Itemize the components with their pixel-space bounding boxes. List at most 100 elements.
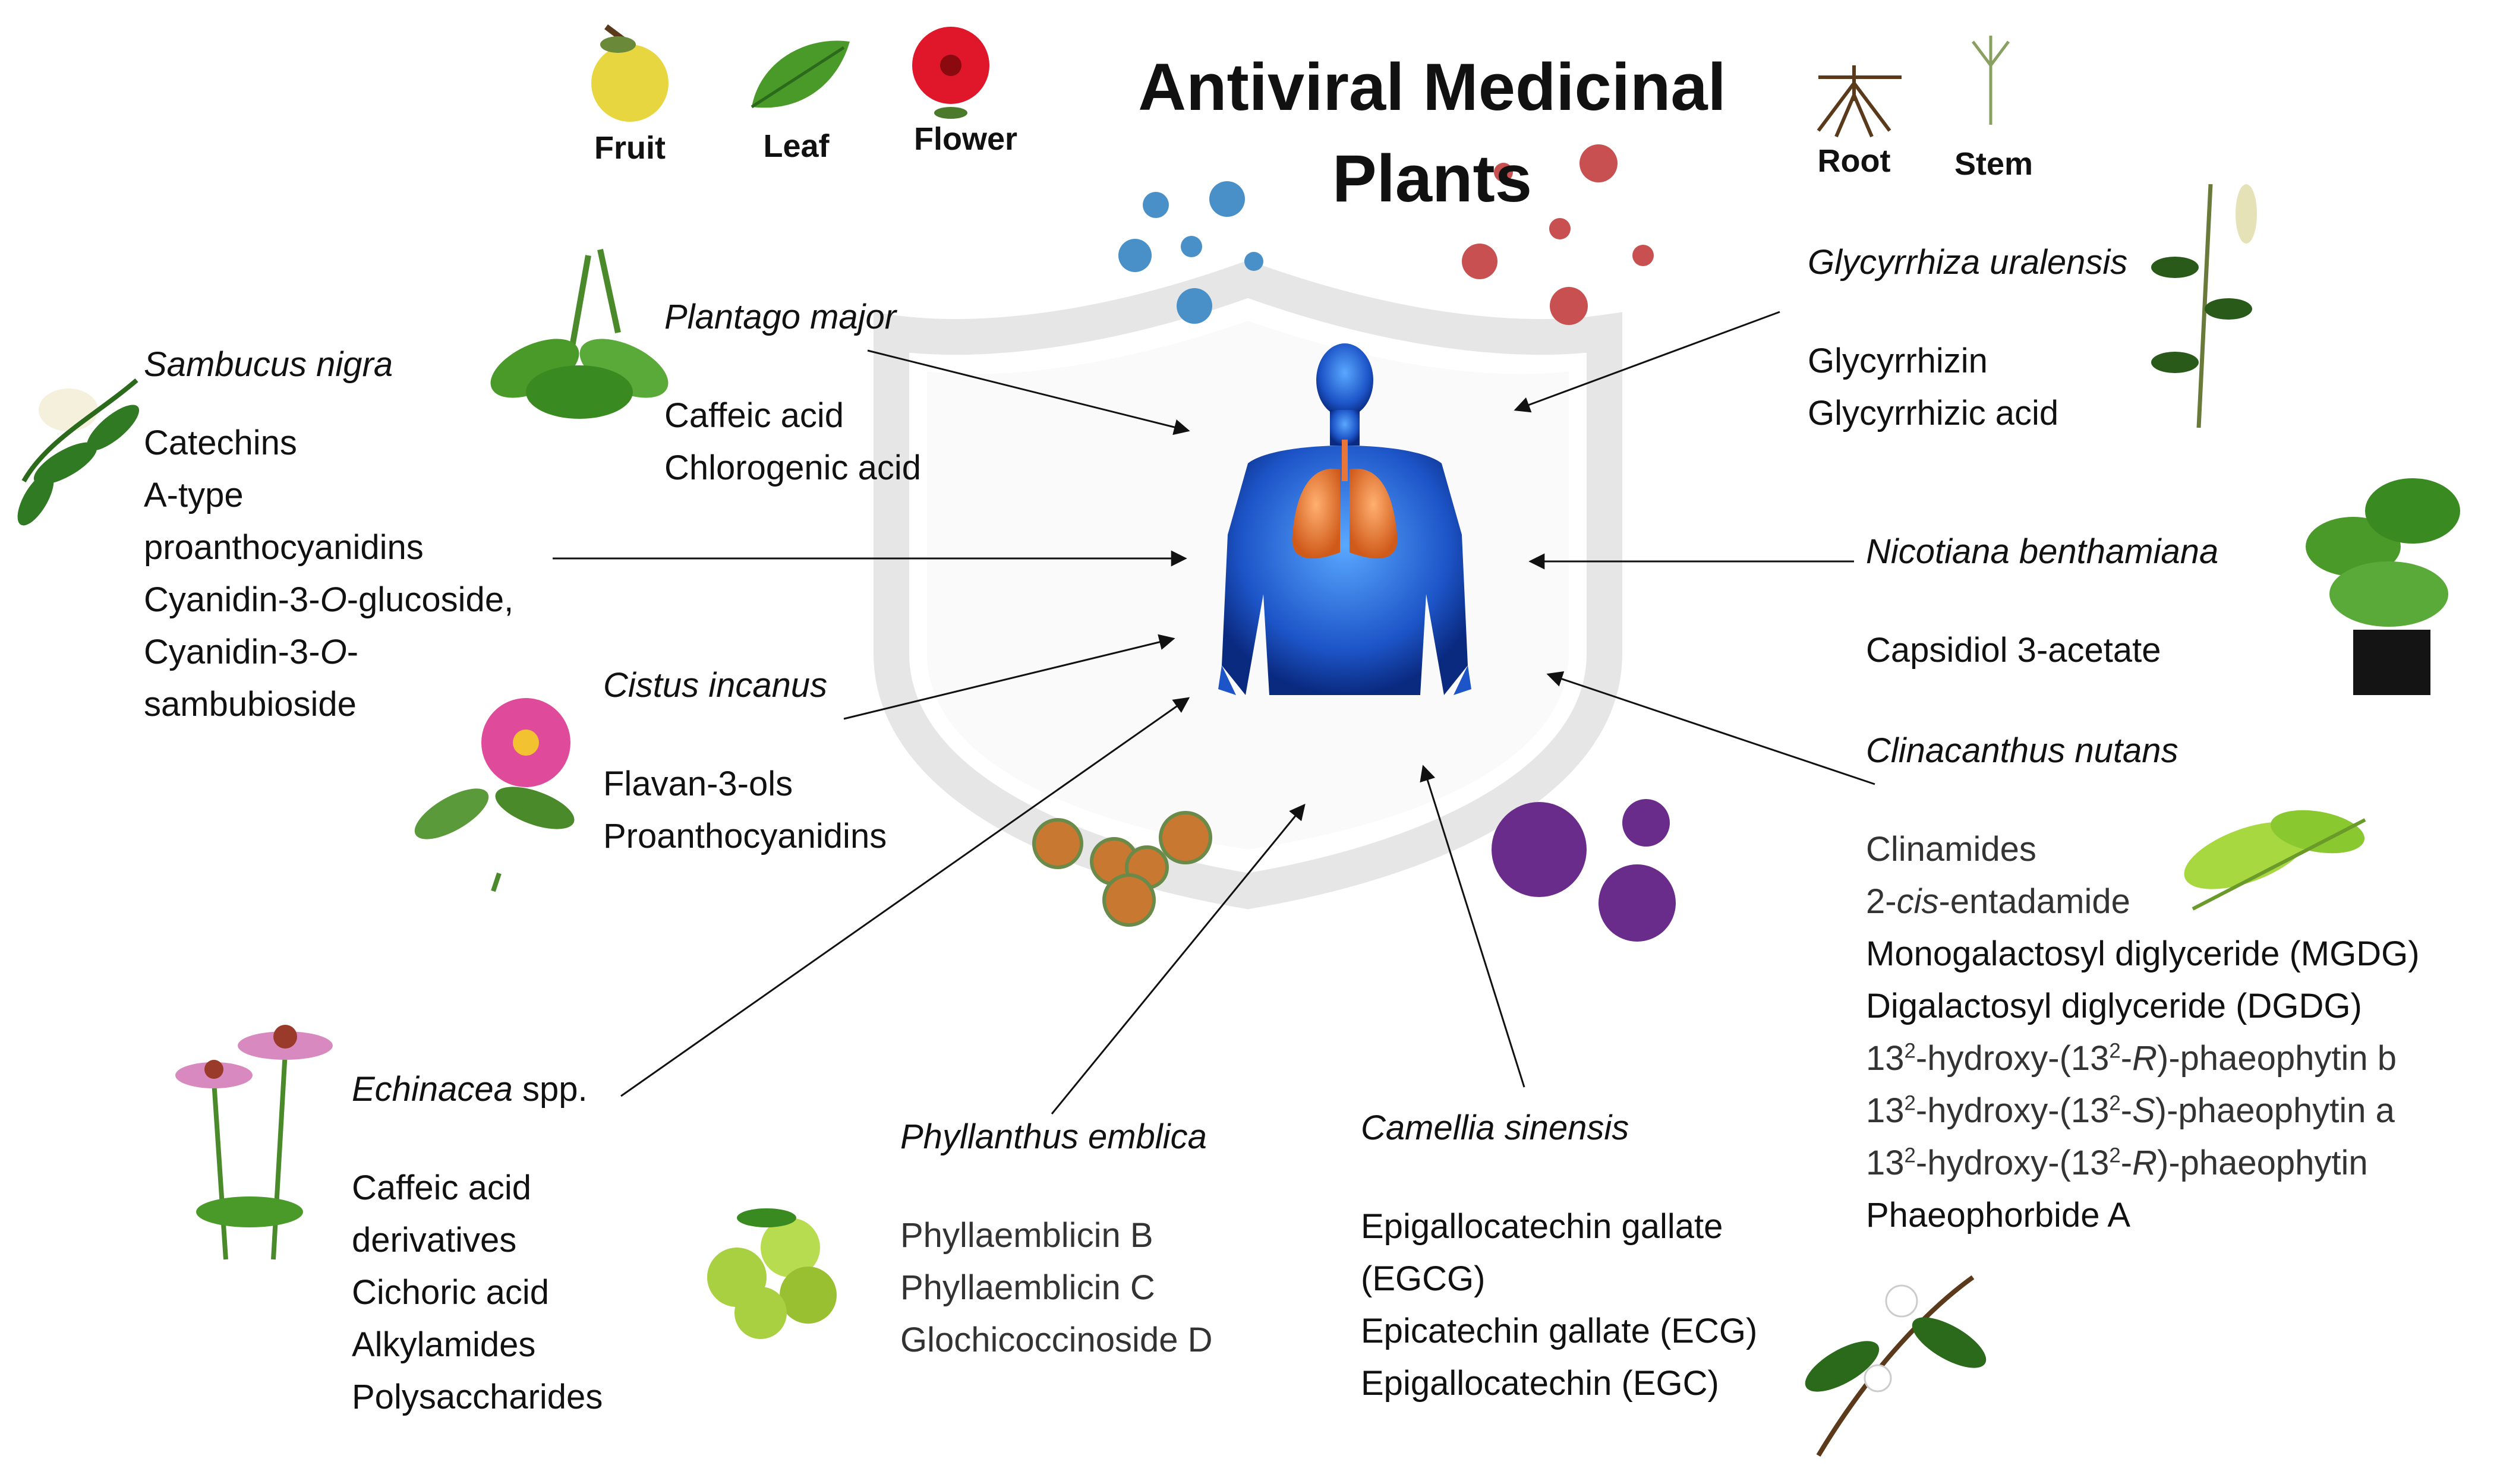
sambucus-compound: Cyanidin-3-O-glucoside, bbox=[144, 574, 513, 626]
lungs-icon bbox=[1292, 440, 1398, 558]
plantago-name: Plantago major bbox=[664, 298, 897, 336]
phyllanthus-plant-icon bbox=[707, 1208, 837, 1339]
clinacanthus-compound: 132-hydroxy-(132-R)-phaeophytin b bbox=[1866, 1033, 2420, 1085]
glycyrrhiza-compound: Glycyrrhizin bbox=[1808, 342, 1988, 380]
sambucus-compound: proanthocyanidins bbox=[144, 528, 424, 567]
text-part: O bbox=[320, 633, 347, 671]
echinacea-compound: Caffeic acid bbox=[352, 1169, 531, 1207]
echinacea-compound: derivatives bbox=[352, 1221, 517, 1259]
text-part: 2- bbox=[1866, 882, 1897, 921]
text-part: - bbox=[2120, 1144, 2133, 1182]
camellia-name: Camellia sinensis bbox=[1361, 1109, 1629, 1147]
sambucus-compound: sambubioside bbox=[144, 685, 357, 724]
camellia-compound: (EGCG) bbox=[1361, 1259, 1486, 1298]
text-part: 13 bbox=[1866, 1039, 1905, 1078]
clinacanthus-compound: 132-hydroxy-(132-R)-phaeophytin bbox=[1866, 1137, 2420, 1189]
text-part: cis bbox=[1896, 882, 1939, 921]
text-part: -hydroxy-(13 bbox=[1915, 1144, 2110, 1182]
text-part: - bbox=[2120, 1039, 2133, 1078]
label-fruit: Fruit bbox=[594, 130, 666, 166]
text-part: 2 bbox=[1904, 1091, 1916, 1115]
glycyrrhiza-compound: Glycyrrhizic acid bbox=[1808, 394, 2059, 432]
echinacea-compound: Polysaccharides bbox=[352, 1378, 603, 1416]
text-part: Cyanidin-3- bbox=[144, 633, 320, 671]
text-part: )-phaeophytin bbox=[2157, 1144, 2368, 1182]
diagram-title: Antiviral Medicinal Plants bbox=[1046, 42, 1818, 225]
sambucus-compound: A-type bbox=[144, 476, 244, 514]
text-part: R bbox=[2132, 1144, 2157, 1182]
label-stem: Stem bbox=[1954, 146, 2033, 182]
red-virus-icon bbox=[1462, 144, 1654, 325]
text-part: 2 bbox=[1904, 1039, 1916, 1063]
camellia-compound: Epigallocatechin gallate bbox=[1361, 1207, 1723, 1246]
purple-virus-icon bbox=[1492, 799, 1676, 942]
cistus-arrow bbox=[843, 634, 1175, 720]
clinacanthus-arrow bbox=[1546, 671, 1875, 785]
phyllanthus-compound: Phyllaemblicin C bbox=[900, 1268, 1155, 1307]
flower-icon bbox=[912, 27, 989, 119]
nicotiana-compound: Capsidiol 3-acetate bbox=[1866, 631, 2161, 670]
blue-virus-icon bbox=[1118, 181, 1263, 324]
nicotiana-block: Nicotiana benthamiana Capsidiol 3-acetat… bbox=[1866, 526, 2218, 677]
clinacanthus-name: Clinacanthus nutans bbox=[1866, 731, 2178, 770]
cistus-compound: Flavan-3-ols bbox=[603, 765, 793, 803]
cistus-compound: Proanthocyanidins bbox=[603, 817, 887, 855]
plantago-plant-icon bbox=[490, 248, 669, 419]
sambucus-compound: Cyanidin-3-O- bbox=[144, 626, 513, 678]
echinacea-compound: Alkylamides bbox=[352, 1325, 536, 1364]
clinacanthus-compound: 132-hydroxy-(132-S)-phaeophytin a bbox=[1866, 1085, 2420, 1137]
camellia-compound: Epigallocatechin (EGC) bbox=[1361, 1364, 1719, 1403]
text-part: 13 bbox=[1866, 1091, 1905, 1130]
text-part: -glucoside, bbox=[346, 580, 514, 619]
sambucus-plant-icon bbox=[17, 378, 140, 526]
phyllanthus-name: Phyllanthus emblica bbox=[900, 1117, 1207, 1156]
text-part: )-phaeophytin a bbox=[2155, 1091, 2395, 1130]
text-part: 2 bbox=[2109, 1091, 2121, 1115]
fruit-icon bbox=[591, 24, 669, 122]
phyllanthus-compound: Phyllaemblicin B bbox=[900, 1216, 1153, 1255]
plantago-compound: Caffeic acid bbox=[664, 396, 844, 435]
echinacea-plant-icon bbox=[175, 1025, 333, 1260]
text-part: Cyanidin-3- bbox=[144, 580, 320, 619]
cistus-plant-icon bbox=[414, 698, 575, 892]
text-part: 13 bbox=[1866, 1144, 1905, 1182]
glycyrrhiza-plant-icon bbox=[2151, 184, 2257, 428]
clinacanthus-plant-icon bbox=[2184, 810, 2366, 911]
clinacanthus-compound: Clinamides bbox=[1866, 830, 2036, 869]
text-part: - bbox=[2120, 1091, 2133, 1130]
label-flower: Flower bbox=[913, 121, 1018, 157]
text-part: O bbox=[320, 580, 347, 619]
sambucus-block: Sambucus nigra Catechins A-type proantho… bbox=[144, 339, 513, 731]
nicotiana-plant-icon bbox=[2306, 478, 2460, 695]
camellia-compound: Epicatechin gallate (ECG) bbox=[1361, 1312, 1758, 1350]
phyllanthus-arrow bbox=[1051, 803, 1306, 1114]
camellia-plant-icon bbox=[1805, 1275, 1987, 1457]
text-part: 2 bbox=[1904, 1144, 1916, 1167]
plantago-block: Plantago major Caffeic acid Chlorogenic … bbox=[664, 291, 921, 494]
leaf-icon bbox=[751, 40, 850, 109]
title-line-1: Antiviral Medicinal bbox=[1138, 50, 1726, 124]
phyllanthus-compound: Glochicoccinoside D bbox=[900, 1321, 1213, 1359]
plantago-arrow bbox=[867, 349, 1190, 435]
text-part: -entadamide bbox=[1938, 882, 2130, 921]
text-part: S bbox=[2132, 1091, 2155, 1130]
clinacanthus-compound: Monogalactosyl diglyceride (MGDG) bbox=[1866, 934, 2420, 973]
sambucus-compound: Catechins bbox=[144, 424, 297, 462]
title-line-2: Plants bbox=[1332, 141, 1533, 216]
clinacanthus-block: Clinacanthus nutans Clinamides 2-cis-ent… bbox=[1866, 725, 2420, 1242]
plantago-compound: Chlorogenic acid bbox=[664, 449, 922, 487]
text-part: 2 bbox=[2109, 1144, 2121, 1167]
text-part: - bbox=[346, 633, 359, 671]
label-root: Root bbox=[1817, 143, 1891, 179]
echinacea-name: Echinacea spp. bbox=[352, 1063, 603, 1116]
glycyrrhiza-block: Glycyrrhiza uralensis Glycyrrhizin Glycy… bbox=[1808, 236, 2127, 440]
phyllanthus-block: Phyllanthus emblica Phyllaemblicin B Phy… bbox=[900, 1111, 1212, 1366]
cistus-block: Cistus incanus Flavan-3-ols Proanthocyan… bbox=[603, 659, 887, 863]
camellia-block: Camellia sinensis Epigallocatechin galla… bbox=[1361, 1102, 1757, 1410]
text-part: Echinacea bbox=[352, 1070, 513, 1109]
text-part: -hydroxy-(13 bbox=[1915, 1091, 2110, 1130]
sambucus-name: Sambucus nigra bbox=[144, 345, 393, 384]
echinacea-arrow bbox=[620, 697, 1190, 1097]
orange-virus-icon bbox=[1032, 811, 1212, 927]
